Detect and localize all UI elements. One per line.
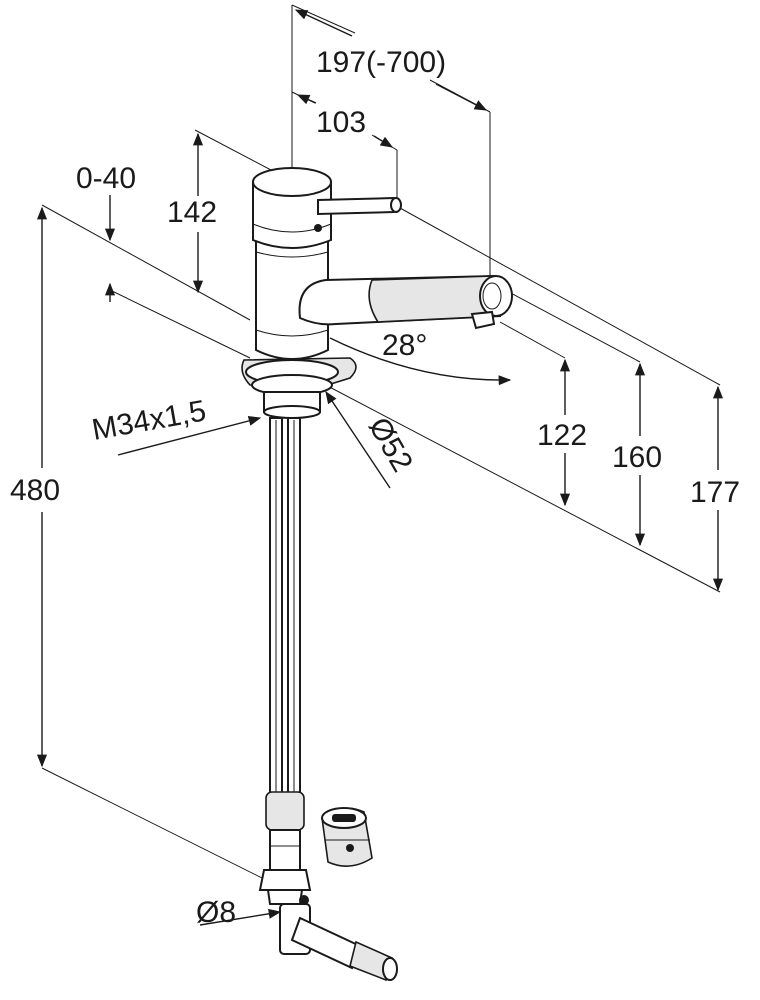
faucet-body (241, 167, 513, 419)
dim-overall-height-label: 177 (690, 476, 740, 509)
dim-pipe-diameter-label: Ø8 (196, 896, 236, 929)
dim-base-diameter-label: Ø52 (362, 412, 419, 478)
hose-clamp (321, 807, 373, 867)
dim-reach-label: 197(-700) (316, 46, 446, 79)
dim-hose-length-label: 480 (10, 474, 60, 507)
dim-lever-reach-label: 103 (316, 106, 366, 139)
dim-lever-height-label: 142 (167, 196, 217, 229)
lever-handle (317, 196, 399, 216)
dim-thread-label: M34x1,5 (89, 394, 208, 446)
supply-hoses (258, 417, 398, 982)
body-cylinder (255, 237, 329, 360)
dim-outlet-height-label: 122 (537, 419, 587, 452)
lever-head (252, 181, 332, 249)
dimension-lines (36, 9, 724, 926)
aerator (470, 310, 496, 330)
dim-angle-label: 28° (382, 329, 427, 362)
dim-deck-thickness-label: 0-40 (76, 162, 136, 195)
dim-spout-top-height-label: 160 (612, 441, 662, 474)
